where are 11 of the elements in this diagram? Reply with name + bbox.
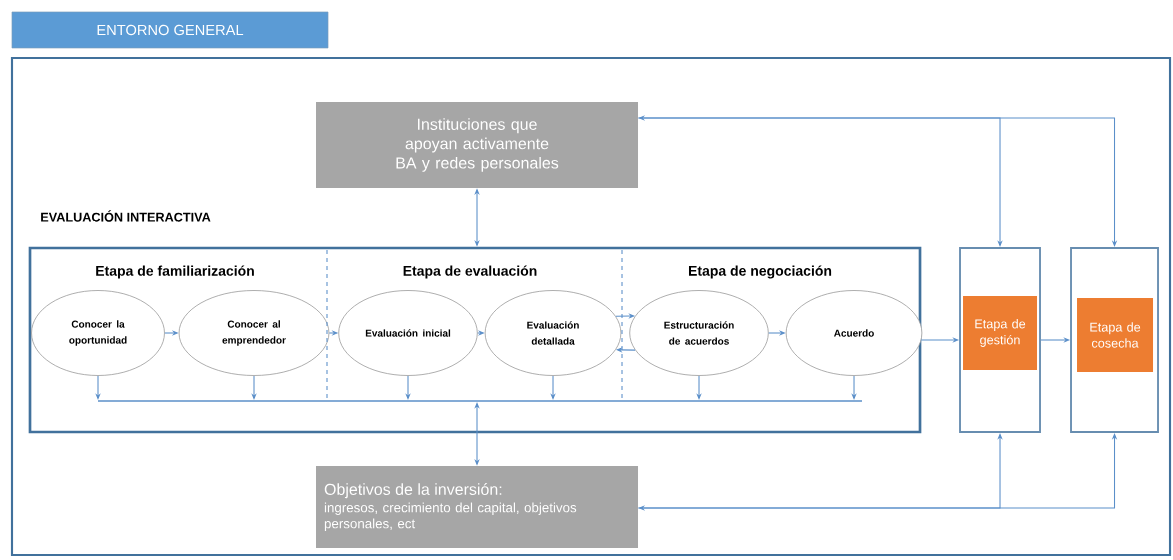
info-box: Instituciones que apoyan activamente BA y redes personales	[316, 102, 638, 188]
stage-heading: Etapa de negociación	[689, 265, 832, 279]
stage-frame	[1070, 247, 1159, 433]
section-heading: EVALUACIÓN INTERACTIVA	[41, 210, 211, 222]
stage-frame	[959, 247, 1041, 433]
stage-heading: Etapa de familiarización	[96, 265, 254, 279]
stage-box: Etapa de cosecha	[1077, 298, 1153, 372]
info-box: Objetivos de la inversión: ingresos, crecimiento del capital, objetivos personales, ect	[316, 466, 638, 548]
stage-heading: Etapa de evaluación	[403, 265, 537, 279]
header-tab: ENTORNO GENERAL	[11, 11, 329, 49]
stage-box: Etapa de gestión	[963, 296, 1037, 370]
